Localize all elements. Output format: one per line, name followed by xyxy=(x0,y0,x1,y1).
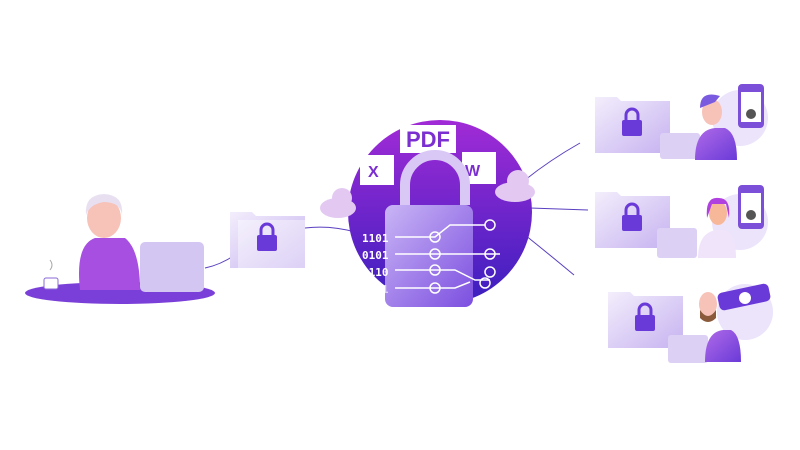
binary-line: 1101 xyxy=(362,232,389,245)
cloud-icon xyxy=(320,188,356,218)
laptop-icon xyxy=(668,335,708,363)
folder-locked-sender xyxy=(230,212,305,268)
cloud-icon xyxy=(495,170,535,202)
usb-key-icon xyxy=(717,283,771,311)
folder-locked-recipient-2 xyxy=(595,192,670,248)
encryption-hub: PDF X W 1101 0101 1110 1011 xyxy=(320,120,535,307)
laptop-icon xyxy=(140,242,204,292)
word-label: W xyxy=(465,163,481,180)
excel-file-icon: X xyxy=(360,155,394,185)
coffee-cup-icon xyxy=(43,259,59,290)
central-padlock-icon xyxy=(385,150,500,307)
binary-line: 0101 xyxy=(362,249,389,262)
sender-woman-at-laptop xyxy=(25,194,215,304)
recipient-man-with-usb-key xyxy=(608,283,773,363)
recipient-woman-with-phone xyxy=(595,185,768,258)
laptop-icon xyxy=(660,133,700,159)
folder-locked-recipient-1 xyxy=(595,97,670,153)
smartphone-icon xyxy=(738,185,764,229)
padlock-icon xyxy=(257,222,277,251)
pdf-document-icon: PDF xyxy=(400,125,456,153)
binary-line: 1110 xyxy=(362,266,389,279)
recipient-man-with-phone xyxy=(595,84,768,160)
folder-locked-recipient-3 xyxy=(608,292,683,348)
binary-line: 1011 xyxy=(362,283,389,296)
excel-label: X xyxy=(368,164,379,181)
laptop-icon xyxy=(657,228,697,258)
binary-code: 1101 0101 1110 1011 xyxy=(362,232,389,296)
pdf-label: PDF xyxy=(406,127,450,152)
word-file-icon: W xyxy=(462,152,496,184)
smartphone-icon xyxy=(738,84,764,128)
